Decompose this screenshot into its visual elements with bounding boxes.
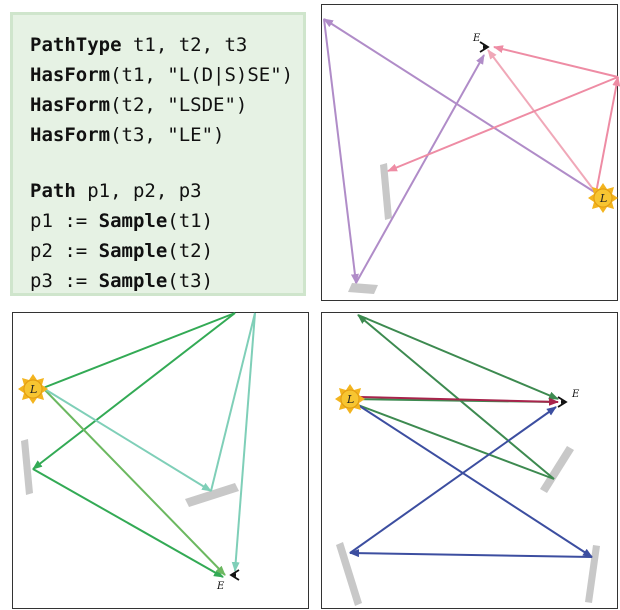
mirror-surface-icon	[185, 483, 239, 507]
mirror-surface-icon	[21, 439, 33, 495]
path-segment	[357, 404, 593, 558]
code-text: (t1, "L(D|S)SE")	[110, 64, 294, 86]
path-segment	[323, 18, 597, 194]
path-segment	[42, 312, 236, 389]
code-text: p1, p2, p3	[75, 180, 202, 202]
eye-camera-icon	[557, 396, 568, 408]
eye-label: E	[472, 33, 481, 44]
code-keyword: Sample	[98, 270, 168, 292]
path-segment	[42, 387, 212, 492]
light-label: L	[599, 192, 607, 205]
path-segment	[387, 76, 619, 172]
path-segment	[357, 314, 559, 400]
scene-svg-bottom-left: E L	[18, 312, 256, 592]
path-segment	[231, 312, 256, 572]
path-segment	[487, 49, 597, 194]
code-line-2: HasForm(t1, "L(D|S)SE")	[30, 64, 293, 86]
code-line-4: HasForm(t3, "LE")	[30, 124, 224, 146]
code-line-6: Path p1, p2, p3	[30, 180, 202, 202]
sun-light-icon: L	[588, 183, 618, 213]
path-segment	[595, 76, 620, 194]
code-line-7: p1 := Sample(t1)	[30, 210, 213, 232]
scene-panel-bottom-left: E L	[12, 312, 309, 609]
path-segment	[357, 404, 555, 480]
path-segment	[32, 468, 224, 578]
code-keyword: PathType	[30, 34, 122, 56]
path-segment	[42, 387, 226, 576]
code-keyword: Path	[30, 180, 76, 202]
path-segment	[210, 312, 256, 492]
code-keyword: HasForm	[30, 64, 111, 86]
path-segment	[323, 18, 359, 284]
light-label: L	[29, 383, 37, 396]
code-line-8: p2 := Sample(t2)	[30, 240, 213, 262]
code-keyword: HasForm	[30, 94, 111, 116]
code-text: (t2, "LSDE")	[110, 94, 248, 116]
code-line-1: PathType t1, t2, t3	[30, 34, 247, 56]
path-segment	[349, 549, 593, 558]
code-text: (t2)	[167, 240, 214, 262]
code-text: p1 :=	[30, 210, 99, 232]
scene-panel-bottom-right: E L	[321, 312, 618, 609]
path-segment	[357, 314, 555, 480]
path-segment	[32, 312, 236, 470]
sun-light-icon: L	[18, 374, 48, 404]
code-keyword: Sample	[98, 240, 168, 262]
sun-light-icon: L	[335, 384, 365, 414]
path-segment	[355, 54, 485, 284]
light-label: L	[346, 393, 354, 406]
scene-panel-top-right: E L	[321, 4, 620, 301]
code-text: p2 :=	[30, 240, 99, 262]
code-keyword: HasForm	[30, 124, 111, 146]
eye-camera-icon	[479, 41, 490, 53]
code-text: (t3)	[167, 270, 214, 292]
code-keyword: Sample	[98, 210, 168, 232]
mirror-surface-icon	[336, 542, 362, 606]
eye-camera-icon	[229, 569, 240, 581]
mirror-surface-icon	[540, 446, 574, 493]
code-text: p3 :=	[30, 270, 99, 292]
eye-label: E	[216, 581, 225, 592]
scene-svg-top-right: E L	[323, 18, 620, 294]
mirror-surface-icon	[348, 283, 378, 294]
code-box: PathType t1, t2, t3 HasForm(t1, "L(D|S)S…	[10, 12, 306, 296]
code-line-9: p3 := Sample(t3)	[30, 270, 213, 292]
code-line-3: HasForm(t2, "LSDE")	[30, 94, 247, 116]
eye-label: E	[571, 389, 580, 400]
scene-svg-bottom-right: E L	[335, 314, 600, 606]
path-segment	[359, 396, 559, 406]
path-segment	[349, 406, 557, 554]
code-text: (t1)	[167, 210, 214, 232]
mirror-surface-icon	[585, 545, 600, 603]
code-text: (t3, "LE")	[110, 124, 225, 146]
mirror-surface-icon	[380, 163, 392, 220]
path-segment	[493, 45, 619, 78]
code-text: t1, t2, t3	[121, 34, 248, 56]
